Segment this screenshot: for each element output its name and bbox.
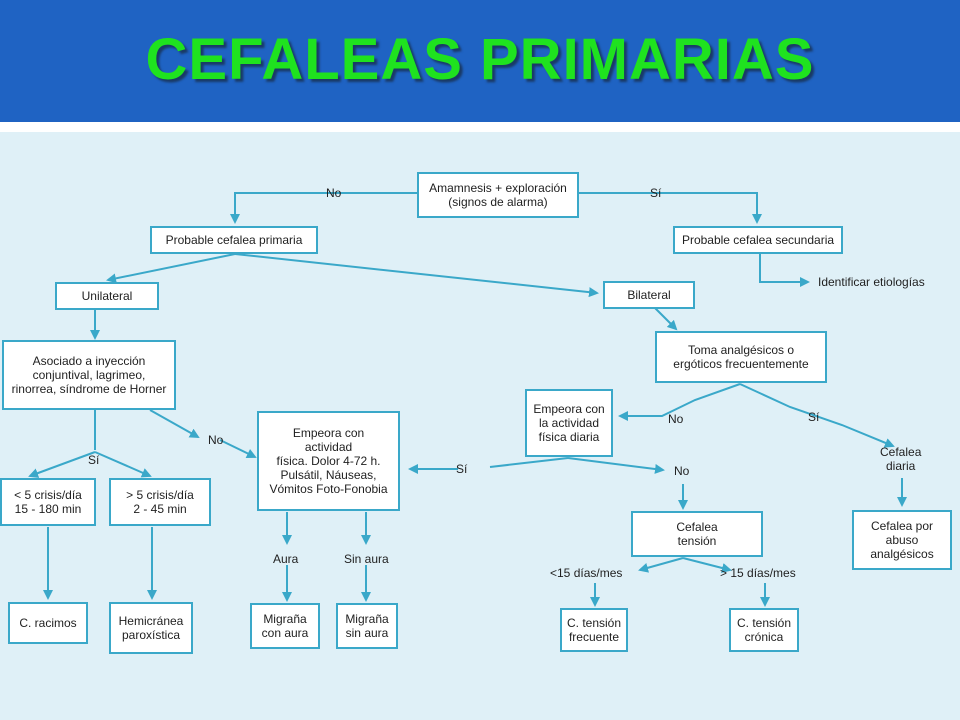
- label-si-empeora: Sí: [456, 462, 468, 476]
- edge-primaria-bilateral: [234, 253, 599, 298]
- edge-si-lt5: [28, 451, 96, 478]
- edge-asociado-no: [149, 409, 200, 438]
- label-sin-aura: Sin aura: [344, 552, 389, 566]
- label-si-toma: Sí: [808, 410, 820, 424]
- node-asociado: Asociado a inyección conjuntival, lagrim…: [2, 340, 176, 410]
- node-gt5-crisis: > 5 crisis/día 2 - 45 min: [109, 478, 211, 526]
- label-gt15: > 15 días/mes: [720, 566, 796, 580]
- node-probable-secundaria: Probable cefalea secundaria: [673, 226, 843, 254]
- edge-tension-lt15: [638, 557, 684, 573]
- edge-amamnesis-secundaria: [578, 192, 762, 224]
- edge-empeora-si: [489, 457, 569, 468]
- edge-toma-empeora: [618, 383, 741, 421]
- edge-no-empeoracon: [219, 439, 257, 459]
- node-toma-analgesicos: Toma analgésicos o ergóticos frecuenteme…: [655, 331, 827, 383]
- edge-si-gt5: [94, 451, 152, 478]
- node-bilateral: Bilateral: [603, 281, 695, 309]
- edge-primaria-unilateral: [106, 253, 236, 284]
- edge-tension-gt15: [682, 557, 732, 573]
- node-empeora-con: Empeora con actividad física. Dolor 4-72…: [257, 411, 400, 511]
- edge-toma-diaria: [739, 383, 895, 448]
- label-lt15: <15 días/mes: [550, 566, 623, 580]
- node-lt5-crisis: < 5 crisis/día 15 - 180 min: [0, 478, 96, 526]
- edge-empeora-no: [567, 457, 665, 474]
- edge-secundaria-identificar: [759, 252, 810, 287]
- node-c-racimos: C. racimos: [8, 602, 88, 644]
- node-cefalea-abuso: Cefalea por abuso analgésicos: [852, 510, 952, 570]
- node-probable-primaria: Probable cefalea primaria: [150, 226, 318, 254]
- node-c-tension-cronica: C. tensión crónica: [729, 608, 799, 652]
- label-no-empeora: No: [674, 464, 690, 478]
- node-unilateral: Unilateral: [55, 282, 159, 310]
- edge-bilateral-toma: [654, 307, 678, 331]
- label-si-asociado: Sí: [88, 453, 100, 467]
- node-cefalea-tension: Cefalea tensión: [631, 511, 763, 557]
- node-c-tension-frecuente: C. tensión frecuente: [560, 608, 628, 652]
- node-migrana-con-aura: Migraña con aura: [250, 603, 320, 649]
- header-bar: CEFALEAS PRIMARIAS: [0, 0, 960, 122]
- page-title: CEFALEAS PRIMARIAS: [145, 27, 815, 92]
- node-amamnesis: Amamnesis + exploración (signos de alarm…: [417, 172, 579, 218]
- node-hemicranea: Hemicránea paroxística: [109, 602, 193, 654]
- node-empeora-actividad: Empeora con la actividad física diaria: [525, 389, 613, 457]
- label-si-top: Sí: [650, 186, 662, 200]
- label-no-asociado: No: [208, 433, 224, 447]
- label-aura: Aura: [273, 552, 299, 566]
- label-no-top: No: [326, 186, 342, 200]
- label-no-toma: No: [668, 412, 684, 426]
- node-migrana-sin-aura: Migraña sin aura: [336, 603, 398, 649]
- label-cefalea-diaria: Cefalea diaria: [880, 445, 922, 473]
- header-divider: [0, 122, 960, 132]
- label-identificar: Identificar etiologías: [818, 275, 925, 289]
- edge-amamnesis-primaria: [230, 192, 417, 224]
